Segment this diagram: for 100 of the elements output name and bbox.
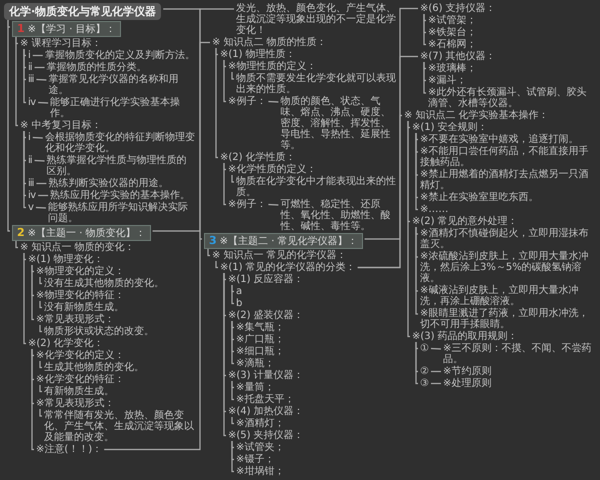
branch-label: ※(5) 夹持仪器： [228,430,304,441]
leaf-text: 物质的颜色、状态、气味、熔点、沸点、硬度、密度、溶解性、挥发性、导电性、导热性、延展性等。 [280,96,396,151]
branch-label: ③ [420,378,429,389]
branch-line [231,72,234,80]
branch-label: ② [420,366,429,377]
leaf-text: 掌握物质变化的定义及判断方法。 [44,50,195,61]
leaf-text: ※眼睛里溅进了药液，立即用水冲洗，切不可用手揉眼睛。 [420,308,596,330]
branch-label: ※注意(！！)： [36,444,102,455]
branch-label: ※ 中考复习目标： [20,120,102,131]
branch-label: ※(1) 常见的化学仪器的分类： [220,262,356,273]
branch-line [39,301,42,308]
branch-line [415,133,418,210]
branch-label: ※(1) 反应容器： [228,274,304,285]
branch-label: ⅱ [28,62,33,73]
branch-line [423,62,426,94]
leaf-text: 物质不需要发生化学变化就可以表现出来的性质。 [236,73,396,95]
leaf-text: ※…… [420,204,448,215]
leaf-text: ※试管夹； [236,442,284,453]
section-number: 2 [17,226,25,239]
branch-label: ⅳ [28,190,36,201]
leaf-text: ※酒精灯不慎碰倒起火，立即用湿抹布盖灭。 [420,228,596,250]
branch-line [34,66,45,68]
leaf-text: ※量筒； [236,382,274,393]
branch-label: ※(3) 计量仪器： [228,370,304,381]
leaf-text: ※酒精灯； [236,418,284,429]
branch-label: ※(6) 支持仪器： [420,3,496,14]
branch-label: ※(1) 物理变化： [28,254,104,265]
leaf-text: 熟练掌握化学性质与物理性质的区别。 [46,155,196,177]
branch-line [23,49,26,104]
branch-line [163,8,202,240]
section-title: ※【学习 · 目标】： [28,24,116,35]
section-number: 1 [17,22,25,35]
branch-line [231,175,234,183]
branch-line [39,409,42,417]
leaf-text: ※坩埚钳； [236,466,284,477]
branch-line [39,385,42,392]
branch-line [7,20,10,232]
branch-line [430,382,441,384]
branch-label: ※(2) 化学性质： [220,152,296,163]
section-topic-box [12,225,151,241]
branch-label: ※物理变化的特征： [36,290,124,301]
branch-label: ※(2) 常见的意外处理： [412,216,518,227]
leaf-text: ※漏斗； [428,75,466,86]
leaf-text: 常常伴随有发光、放热、颜色变化、产生气体、生成沉淀等现象以及能量的改变。 [44,410,196,443]
branch-line [231,381,234,400]
branch-label: ※(2) 盛装仪器： [228,310,304,321]
branch-label: ⅰ [28,50,31,61]
branch-line [215,48,218,158]
branch-line [231,321,234,364]
branch-line [15,37,18,126]
branch-line [34,160,45,162]
branch-label: ※ 知识点二 化学实验基本操作： [404,110,549,121]
branch-line [223,60,226,102]
branch-line [23,253,26,344]
branch-label: ※(3) 药品的取用规则： [412,331,518,342]
leaf-text: 能够正确进行化学实验基本操作。 [50,97,196,119]
branch-label: ※化学变化的定义： [36,350,124,361]
branch-label: ※常见表现形式： [36,398,114,409]
section-title: ※【主题一 · 物质变化】： [28,228,146,239]
branch-line [215,261,218,268]
leaf-text: 物质形状或状态的改变。 [44,326,154,337]
branch-line [39,277,42,284]
branch-line [36,206,46,209]
leaf-text: ※石棉网； [428,39,476,50]
branch-line [407,121,410,338]
leaf-text: ※镊子； [236,454,274,465]
branch-label: ※ 知识点一 常见的化学仪器： [212,250,347,261]
branch-line [32,54,43,56]
leaf-text: 可燃性、稳定性、还原性、氧化性、助燃性、酸性、碱性、毒性等。 [280,199,396,232]
leaf-text: 会根据物质变化的特征判断物理变化和化学变化。 [44,132,196,154]
branch-label: ※例子： [228,96,266,107]
branch-label: ※(1) 物理性质： [220,49,296,60]
branch-label: ⅳ [28,97,36,108]
leaf-text: 掌握物质的性质分类。 [46,62,147,73]
branch-line [39,361,42,368]
branch-label: ⅲ [28,178,34,189]
leaf-text: ※节约原则 [442,366,492,377]
central-topic: 化学·物质变化与常见化学仪器 [4,3,162,20]
branch-line [31,265,34,320]
leaf-text: ※玻璃棒； [428,63,476,74]
branch-line [268,204,278,206]
leaf-text: ※不能用口尝任何药品，不能直接用手接触药品。 [420,146,596,168]
leaf-text: 掌握常见化学仪器的名称和用途。 [48,74,196,96]
branch-label: ※(4) 加热仪器： [228,406,304,417]
leaf-text: ※碱液沾到皮肤上，立即用大量水冲洗，再涂上硼酸溶液。 [420,285,596,307]
branch-label: ※化学性质的定义： [228,164,316,175]
branch-line [358,56,418,268]
branch-label: ※ 课程学习目标： [20,38,102,49]
branch-label: ※物理性质的定义： [228,61,316,72]
leaf-text: ※不要在实验室中嬉戏，追逐打闹。 [420,134,578,145]
leaf-text: ※三不原则：不摸、不闻、不尝药品。 [442,343,596,365]
leaf-text: ※禁止在实验室里吃东西。 [420,192,538,203]
leaf-text: ※处理原则 [442,378,492,389]
branch-line [231,441,234,472]
leaf-text: ※浓硫酸沾到皮肤上，立即用大量水冲洗，然后涂上3%～5%的碳酸氢钠溶液。 [420,251,596,284]
leaf-text: ※试管架； [428,15,476,26]
branch-label: ⅱ [28,155,33,166]
section-title: ※【主题二 · 常见化学仪器】： [220,236,358,247]
leaf-text: ※集气瓶； [236,322,284,333]
branch-line [268,100,278,103]
